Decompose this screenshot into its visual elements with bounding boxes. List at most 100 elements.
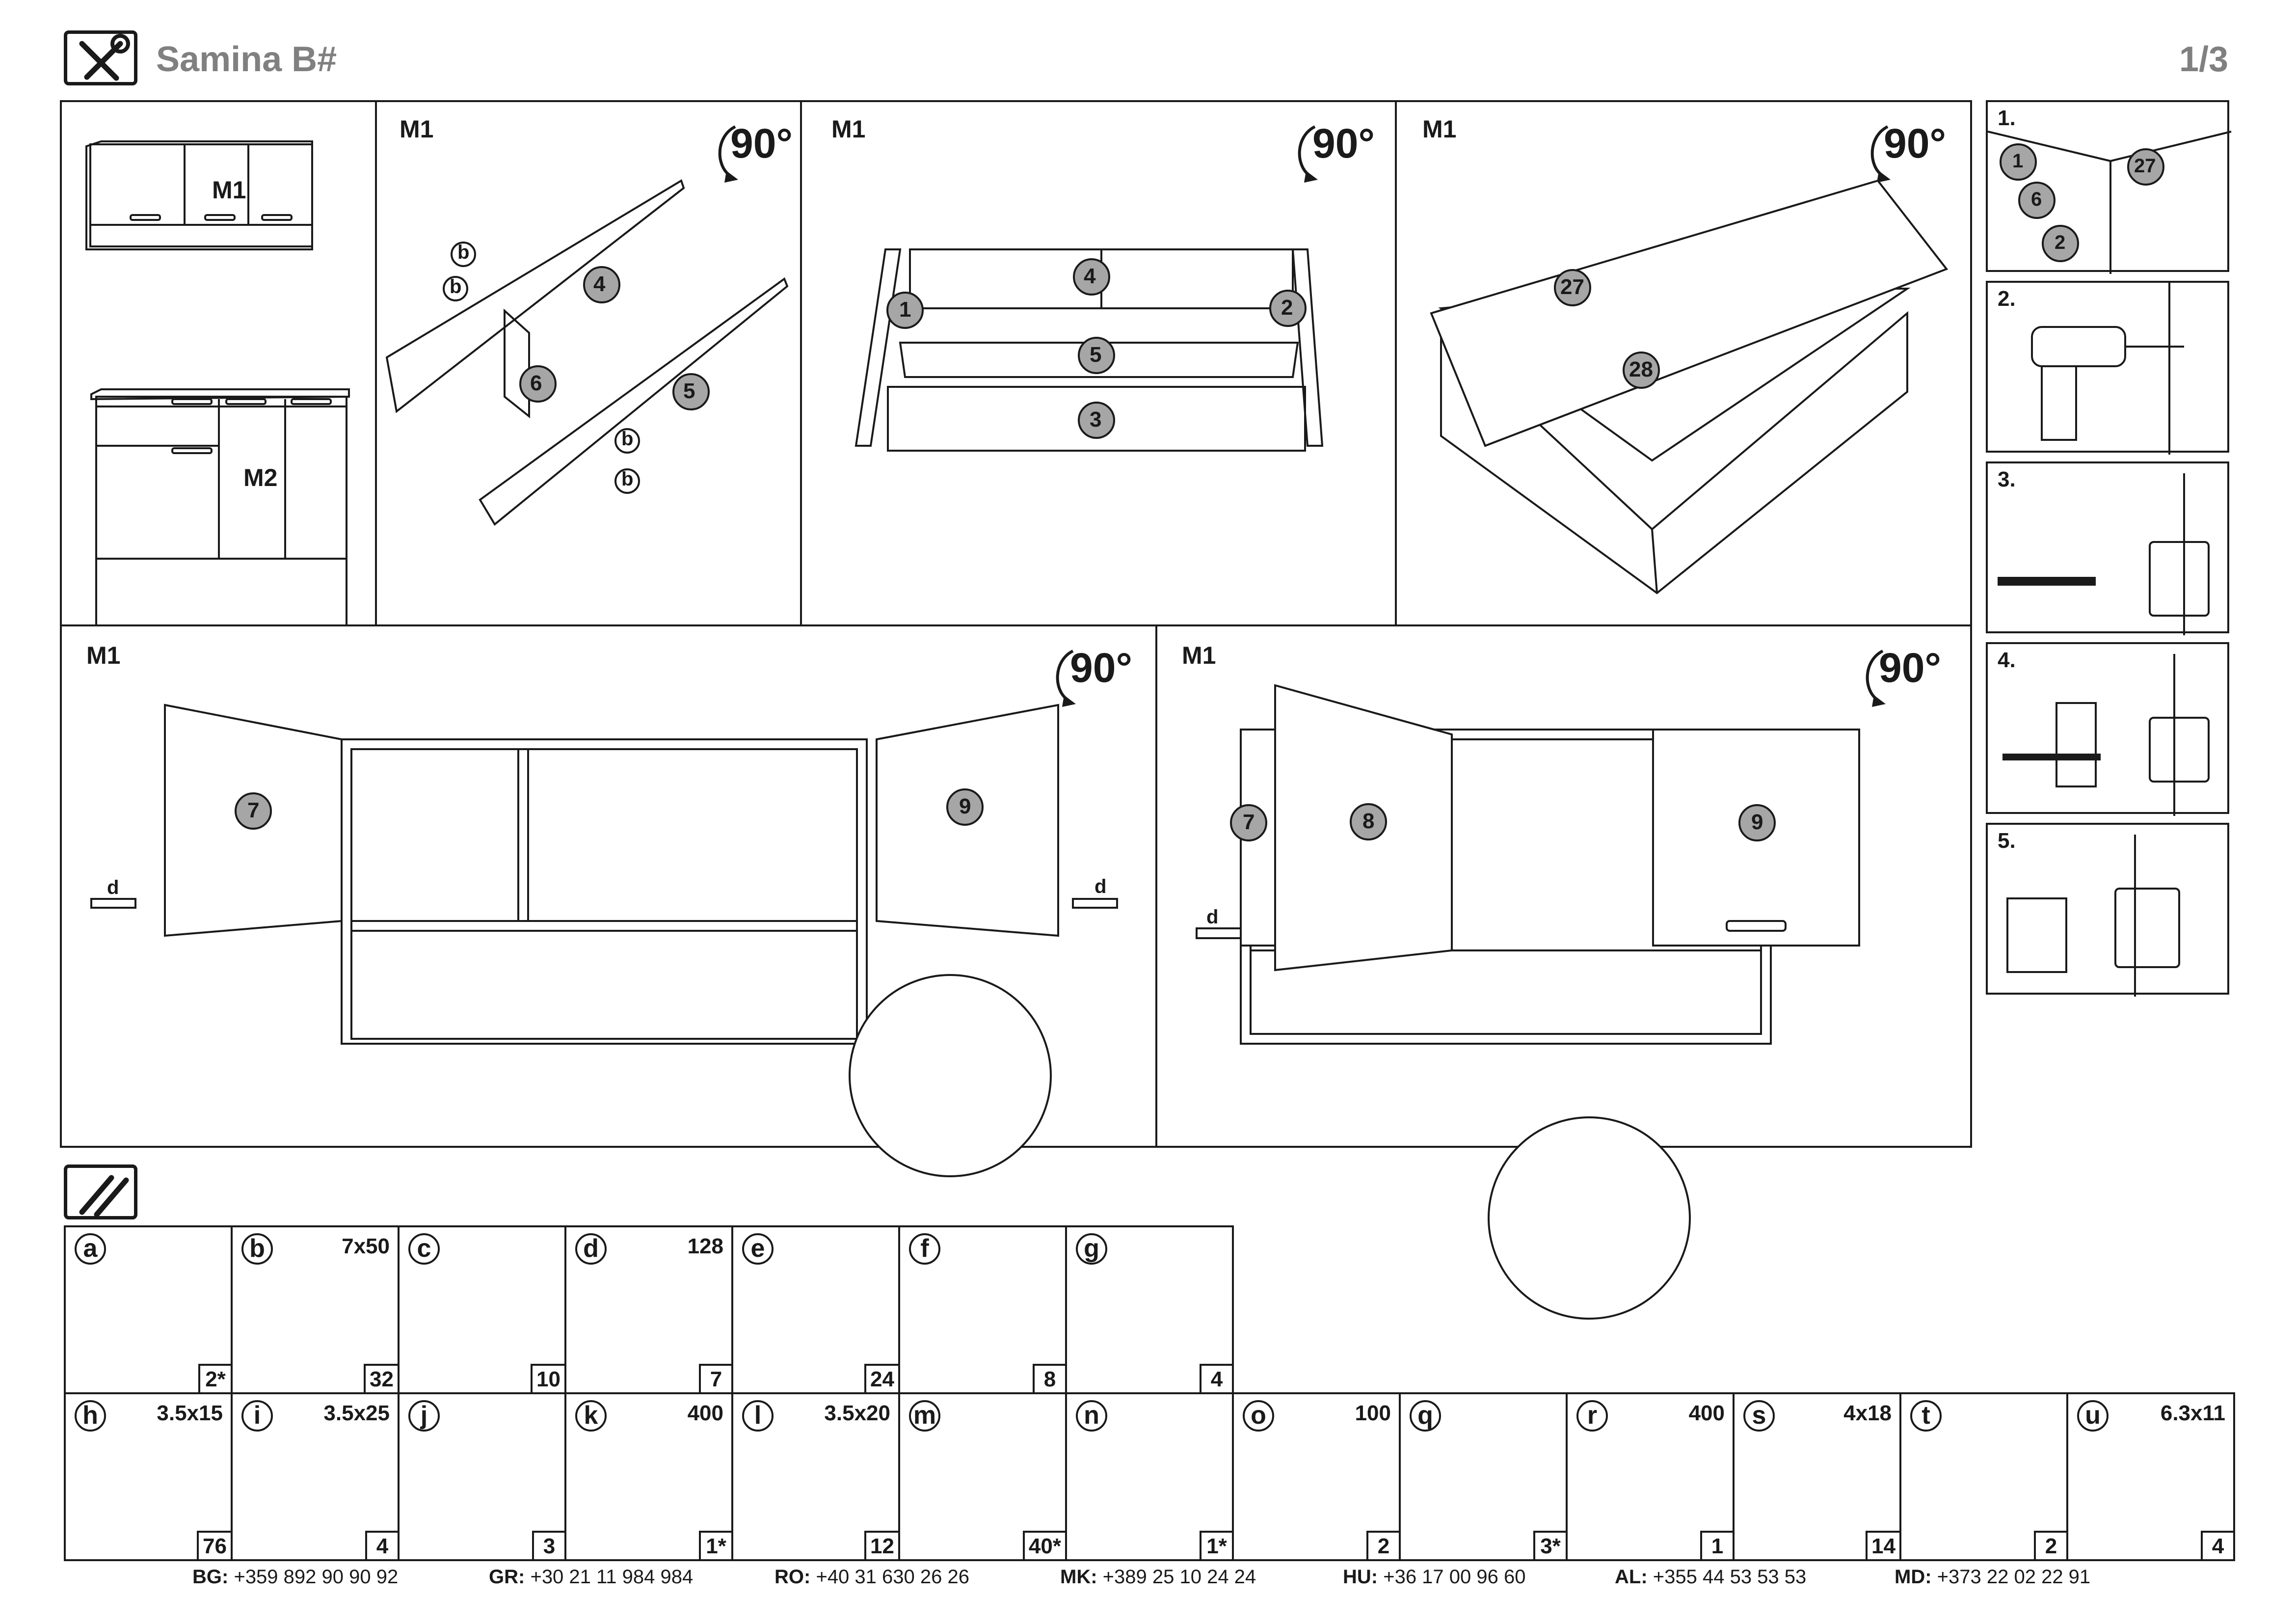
step-panel-frame: M1 90° 4 1 2 5 3 bbox=[800, 100, 1397, 626]
part-6: 6 bbox=[2031, 189, 2042, 210]
fastener-b: b bbox=[457, 242, 470, 263]
contact-al: AL: +355 44 53 53 53 bbox=[1615, 1566, 1806, 1588]
hardware-qty: 1* bbox=[699, 1531, 733, 1561]
part-6: 6 bbox=[530, 371, 542, 395]
doors-drawing bbox=[90, 650, 1118, 1177]
contact-hu: HU: +36 17 00 96 60 bbox=[1343, 1566, 1526, 1588]
hardware-spec: 4x18 bbox=[1843, 1401, 1892, 1425]
contact-phone: +355 44 53 53 53 bbox=[1653, 1566, 1807, 1588]
rotate-label: 90° bbox=[1879, 645, 1942, 691]
contact-phone: +373 22 02 22 91 bbox=[1937, 1566, 2091, 1588]
hardware-letter: q bbox=[1410, 1400, 1441, 1432]
module-label-m2: M2 bbox=[243, 464, 278, 491]
wall-step-3: 3. bbox=[1986, 461, 2229, 635]
wall-bracket-drawing bbox=[1987, 131, 2232, 274]
hardware-qty: 76 bbox=[197, 1531, 233, 1561]
dowel-screw-drawing bbox=[1998, 473, 2210, 635]
hardware-qty: 4 bbox=[1200, 1364, 1234, 1394]
contact-gr: GR: +30 21 11 984 984 bbox=[489, 1566, 693, 1588]
part-9: 9 bbox=[1751, 810, 1763, 834]
contact-phone: +40 31 630 26 26 bbox=[816, 1566, 969, 1588]
hardware-qty: 3 bbox=[532, 1531, 566, 1561]
part-4: 4 bbox=[593, 272, 606, 296]
module-label-m1: M1 bbox=[212, 176, 246, 204]
contact-ro: RO: +40 31 630 26 26 bbox=[774, 1566, 969, 1588]
door-panel-hinges: M1 90° 7 9 d d bbox=[60, 624, 1157, 1177]
part-7: 7 bbox=[1243, 810, 1255, 834]
contact-code: MD: bbox=[1895, 1566, 1932, 1588]
contact-phone: +36 17 00 96 60 bbox=[1383, 1566, 1526, 1588]
hardware-letter: g bbox=[1076, 1233, 1107, 1265]
contact-code: HU: bbox=[1343, 1566, 1378, 1588]
step-number: 3. bbox=[1998, 467, 2016, 491]
hardware-qty: 1* bbox=[1200, 1531, 1234, 1561]
rotate-label: 90° bbox=[1884, 120, 1947, 166]
contact-code: RO: bbox=[774, 1566, 811, 1588]
step-panel-sides: M1 90° 4 6 5 b b b b bbox=[375, 100, 802, 626]
hardware-qty: 14 bbox=[1866, 1531, 1901, 1561]
contact-code: GR: bbox=[489, 1566, 525, 1588]
drill-icon bbox=[2031, 283, 2184, 455]
hardware-letter: k bbox=[575, 1400, 607, 1432]
part-28: 28 bbox=[1629, 357, 1653, 381]
step-number: 5. bbox=[1998, 829, 2016, 853]
contact-md: MD: +373 22 02 22 91 bbox=[1895, 1566, 2090, 1588]
fastener-b: b bbox=[621, 468, 634, 490]
module-label: M1 bbox=[1182, 642, 1216, 669]
fastener-b: b bbox=[621, 428, 634, 450]
hardware-qty: 2 bbox=[2034, 1531, 2068, 1561]
hardware-letter: l bbox=[742, 1400, 774, 1432]
hardware-qty: 32 bbox=[364, 1364, 400, 1394]
part-5: 5 bbox=[1090, 343, 1102, 367]
wall-step-4: 4. bbox=[1986, 642, 2229, 816]
hardware-qty: 4 bbox=[365, 1531, 400, 1561]
part-2: 2 bbox=[2055, 232, 2066, 253]
step-number: 4. bbox=[1998, 648, 2016, 672]
contact-bg: BG: +359 892 90 90 92 bbox=[192, 1566, 398, 1588]
part-2: 2 bbox=[1281, 296, 1293, 320]
hardware-letter: i bbox=[241, 1400, 273, 1432]
hardware-qty: 4 bbox=[2201, 1531, 2235, 1561]
hardware-qty: 40* bbox=[1022, 1531, 1067, 1561]
module-label: M1 bbox=[86, 642, 121, 669]
module-label: M1 bbox=[1422, 115, 1457, 143]
part-8: 8 bbox=[1362, 809, 1375, 833]
hardware-qty: 10 bbox=[531, 1364, 566, 1394]
part-27: 27 bbox=[1560, 275, 1584, 299]
module-label: M1 bbox=[831, 115, 866, 143]
contact-phone: +389 25 10 24 24 bbox=[1102, 1566, 1256, 1588]
wall-step-2: 2. bbox=[1986, 281, 2229, 455]
module-label: M1 bbox=[400, 115, 434, 143]
hardware-spec: 7x50 bbox=[342, 1234, 390, 1258]
hardware-spec: 6.3x11 bbox=[2160, 1401, 2225, 1425]
hardware-letter: r bbox=[1576, 1400, 1608, 1432]
hardware-qty: 2 bbox=[1366, 1531, 1401, 1561]
page-number: 1/3 bbox=[2179, 40, 2229, 79]
rotate-label: 90° bbox=[1312, 120, 1375, 166]
part-7: 7 bbox=[247, 798, 260, 822]
hardware-letter: n bbox=[1076, 1400, 1107, 1432]
part-9: 9 bbox=[959, 794, 971, 818]
hardware-letter: d bbox=[575, 1233, 607, 1265]
wall-step-5: 5. bbox=[1986, 823, 2229, 997]
fastener-d: d bbox=[1095, 876, 1107, 897]
hardware-spec: 100 bbox=[1355, 1401, 1391, 1425]
hardware-letter: f bbox=[909, 1233, 940, 1265]
contact-code: AL: bbox=[1615, 1566, 1648, 1588]
part-3: 3 bbox=[1090, 407, 1102, 432]
contact-code: MK: bbox=[1060, 1566, 1097, 1588]
